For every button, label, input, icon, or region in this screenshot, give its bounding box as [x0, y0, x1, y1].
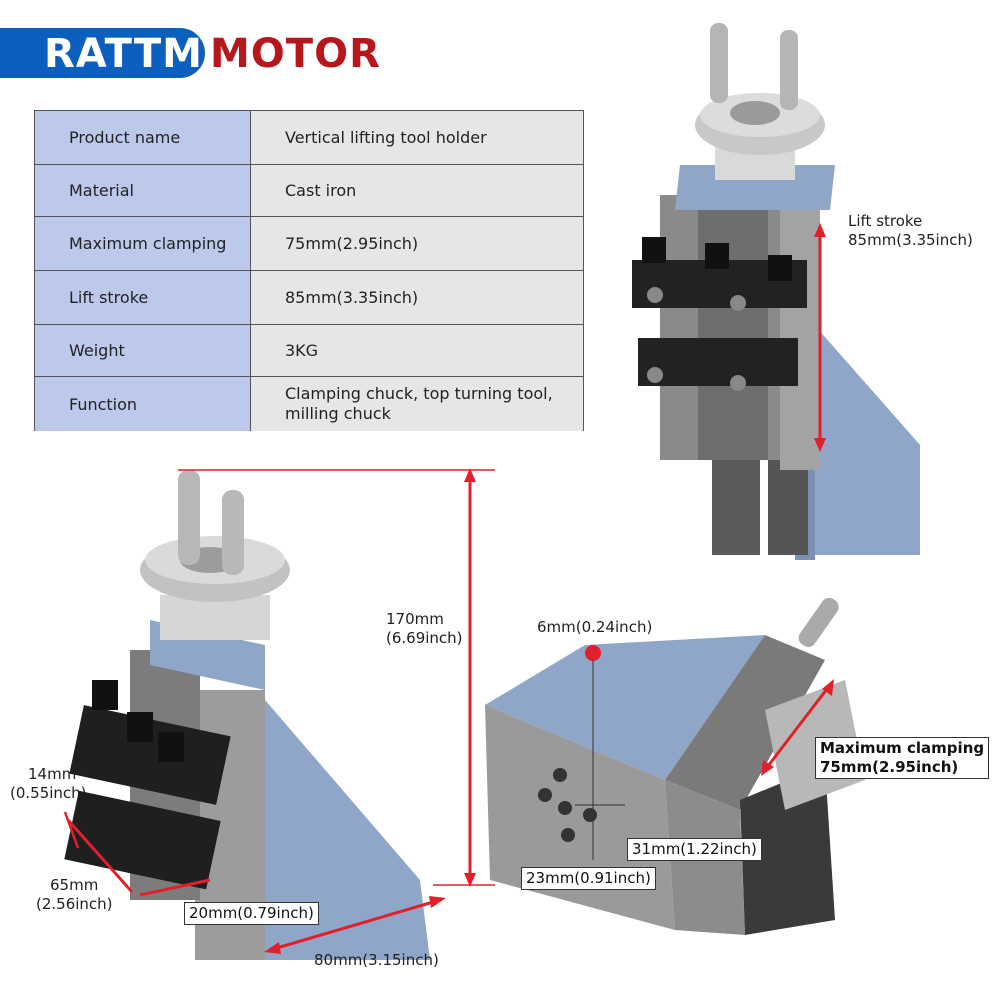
spec-table: Product name Vertical lifting tool holde…	[34, 110, 584, 431]
length-dimension-arrow	[66, 819, 134, 893]
brand-name-motor: MOTOR	[210, 31, 381, 77]
hole-marker-dot	[585, 645, 601, 661]
product-image-front-view	[63, 468, 495, 960]
hole-diameter-dimension: 6mm(0.24inch)	[537, 618, 653, 636]
hole-spacing-31mm: 31mm(1.22inch)	[627, 838, 762, 861]
spec-row-product-name: Product name Vertical lifting tool holde…	[35, 111, 583, 165]
max-clamping-label: Maximum clamping 75mm(2.95inch)	[815, 737, 990, 779]
spec-row-function: Function Clamping chuck, top turning too…	[35, 377, 583, 431]
max-clamping-arrow	[763, 684, 832, 771]
spec-row-weight: Weight 3KG	[35, 325, 583, 377]
lift-stroke-value: 85mm(3.35inch)	[848, 231, 973, 249]
spec-label: Product name	[35, 111, 251, 164]
spec-value: 3KG	[251, 325, 583, 376]
height-dimension-inch: (6.69inch)	[386, 629, 463, 647]
length-dimension-inch: (2.56inch)	[36, 895, 113, 913]
clamp-thickness-mm: 14mm	[28, 765, 77, 783]
base-width-dimension: 80mm(3.15inch)	[314, 951, 439, 969]
spec-label: Material	[35, 165, 251, 216]
spec-label: Weight	[35, 325, 251, 376]
clamp-thickness-inch: (0.55inch)	[10, 784, 87, 802]
height-dimension-mm: 170mm	[386, 610, 444, 628]
brand-name-rattm: RATTM	[44, 31, 203, 77]
length-dimension-mm: 65mm	[50, 876, 99, 894]
spec-label: Lift stroke	[35, 271, 251, 324]
max-clamping-value: 75mm(2.95inch)	[820, 758, 959, 776]
sloped-face	[485, 635, 765, 780]
spec-value: Vertical lifting tool holder	[251, 111, 583, 164]
spec-label: Function	[35, 377, 251, 431]
base-width-arrow	[269, 898, 441, 952]
base-gusset	[810, 320, 920, 555]
gusset	[265, 700, 430, 960]
spec-row-lift-stroke: Lift stroke 85mm(3.35inch)	[35, 271, 583, 325]
max-clamping-title: Maximum clamping	[820, 739, 985, 757]
spec-row-max-clamping: Maximum clamping 75mm(2.95inch)	[35, 217, 583, 271]
product-image-top-view	[632, 23, 920, 560]
product-image-rear-view	[485, 597, 865, 935]
hole-spacing-23mm: 23mm(0.91inch)	[521, 867, 656, 890]
lift-stroke-label: Lift stroke	[848, 212, 923, 230]
spec-value: 85mm(3.35inch)	[251, 271, 583, 324]
spec-value: 75mm(2.95inch)	[251, 217, 583, 270]
thickness-dimension-arrow	[63, 811, 80, 849]
spec-value: Clamping chuck, top turning tool, millin…	[251, 377, 583, 431]
slot-dimension: 20mm(0.79inch)	[184, 902, 319, 925]
spec-label: Maximum clamping	[35, 217, 251, 270]
spec-value: Cast iron	[251, 165, 583, 216]
spec-row-material: Material Cast iron	[35, 165, 583, 217]
brand-bar	[0, 28, 205, 78]
